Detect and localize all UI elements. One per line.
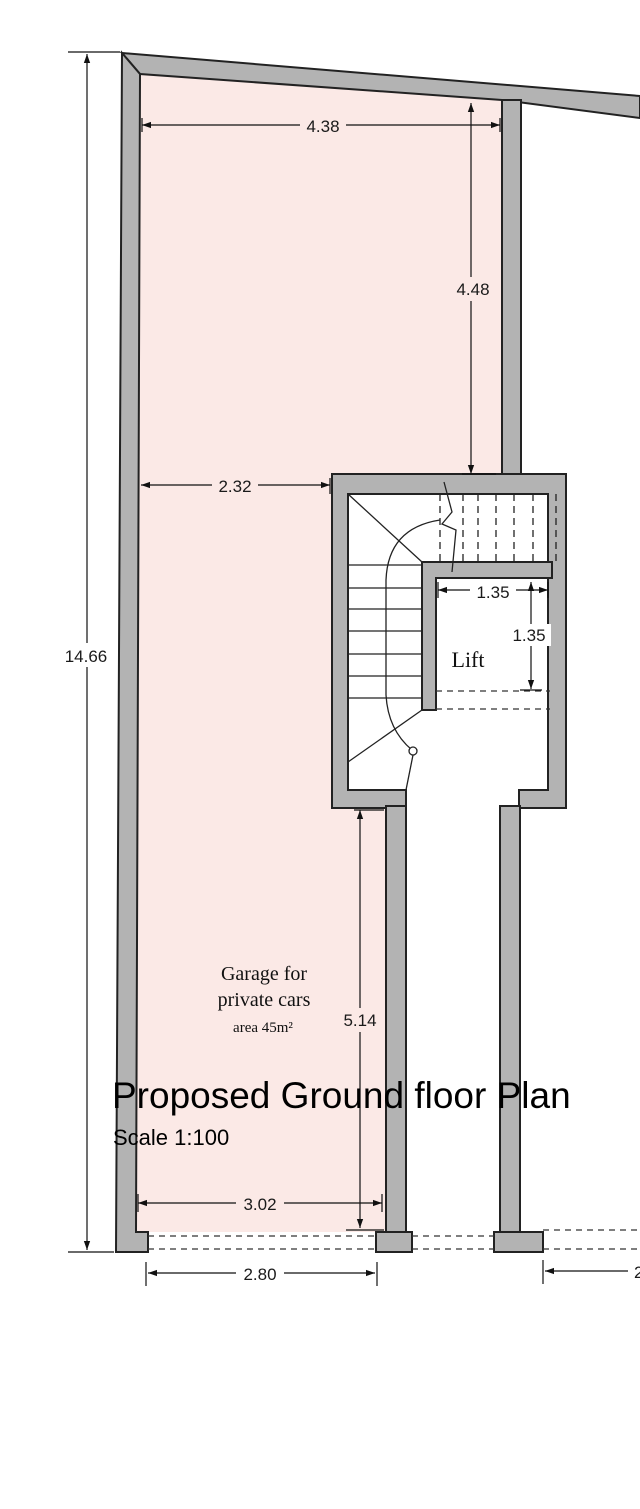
dim-lower-depth: 5.14 <box>343 1011 376 1030</box>
staircase <box>347 481 557 791</box>
dim-lift-width: 1.35 <box>476 583 509 602</box>
corridor-left-wall <box>385 805 407 1233</box>
lift-label: Lift <box>452 647 485 672</box>
threshold-lines <box>148 690 640 1250</box>
dim-opening-width: 2.80 <box>243 1265 276 1284</box>
garage-floor <box>136 74 502 1232</box>
garage-label-line1: Garage for <box>221 963 307 985</box>
plan-title: Proposed Ground floor Plan <box>112 1075 571 1116</box>
dim-cut-off-right: 2 <box>634 1263 640 1282</box>
left-wall <box>114 50 149 1253</box>
garage-label-line2: private cars <box>218 989 311 1011</box>
dim-total-length: 14.66 <box>65 647 108 666</box>
corridor-right-wall <box>499 805 521 1233</box>
dim-mid-width: 2.32 <box>218 477 251 496</box>
garage-area-label: area 45m² <box>233 1020 293 1036</box>
plan-scale: Scale 1:100 <box>113 1125 230 1150</box>
corridor-left-foot <box>375 1231 413 1253</box>
corridor-right-foot <box>493 1231 544 1253</box>
walls <box>114 50 640 1253</box>
dim-top-width: 4.38 <box>306 117 339 136</box>
dim-lift-depth: 1.35 <box>512 626 545 645</box>
room-labels: Garage for private cars area 45m² Lift <box>218 647 485 1036</box>
dim-right-depth: 4.48 <box>456 280 489 299</box>
dimension-labels: 14.66 4.38 4.48 2.32 1.35 1.35 5.14 3.02… <box>56 114 640 1284</box>
dim-bottom-inner-width: 3.02 <box>243 1195 276 1214</box>
upper-right-wall <box>501 99 522 479</box>
